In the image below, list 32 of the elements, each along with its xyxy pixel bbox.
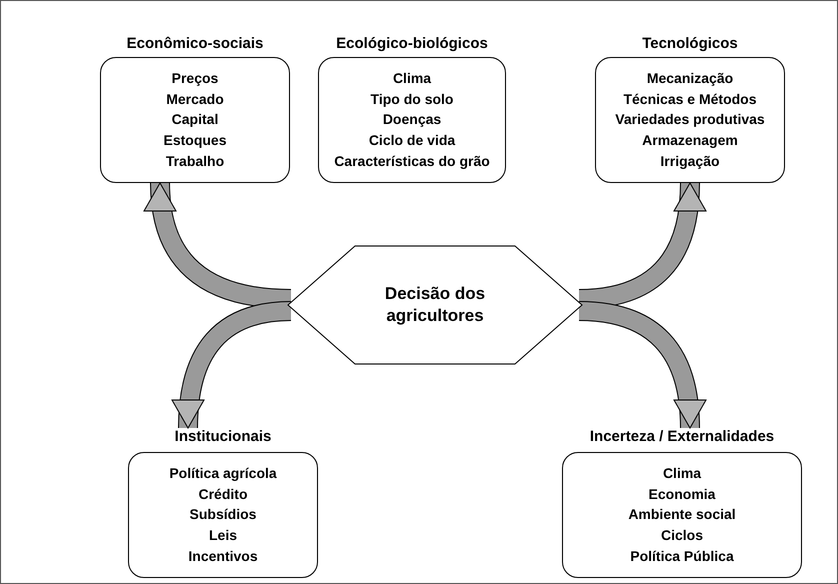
list-item: Ciclo de vida	[368, 131, 456, 150]
category-heading: Ecológico-biológicos	[335, 35, 489, 52]
list-item: Política agrícola	[169, 464, 277, 483]
list-item: Preços	[172, 69, 218, 88]
list-item: Trabalho	[166, 152, 224, 171]
list-item: Características do grão	[334, 152, 490, 171]
category-heading: Institucionais	[174, 428, 272, 445]
list-item: Estoques	[163, 131, 226, 150]
category-heading: Incerteza / Externalidades	[588, 428, 776, 445]
list-item: Economia	[648, 484, 716, 504]
list-item: Incentivos	[188, 546, 258, 566]
list-item: Crédito	[198, 484, 248, 504]
list-item: Clima	[392, 69, 432, 88]
list-item: Doenças	[382, 110, 442, 130]
category-heading: Econômico-sociais	[126, 35, 264, 52]
list-item: Tipo do solo	[370, 90, 454, 109]
decision-hexagon	[287, 245, 583, 365]
list-item: Variedades produtivas	[615, 110, 765, 130]
list-item: Clima	[662, 464, 702, 483]
list-item: Ambiente social	[628, 505, 736, 524]
list-item: Armazenagem	[642, 131, 738, 150]
list-item: Leis	[208, 526, 237, 546]
list-item: Política Pública	[630, 546, 734, 566]
category-heading: Tecnológicos	[641, 35, 739, 52]
list-item: Ciclos	[660, 526, 703, 546]
list-item: Irrigação	[660, 152, 720, 171]
list-item: Capital	[172, 110, 218, 130]
list-item: Mecanização	[646, 69, 734, 88]
list-item: Técnicas e Métodos	[623, 90, 757, 109]
list-item: Mercado	[166, 90, 224, 109]
list-item: Subsídios	[190, 505, 256, 524]
node-label: Decisão dos agricultores	[384, 283, 486, 327]
